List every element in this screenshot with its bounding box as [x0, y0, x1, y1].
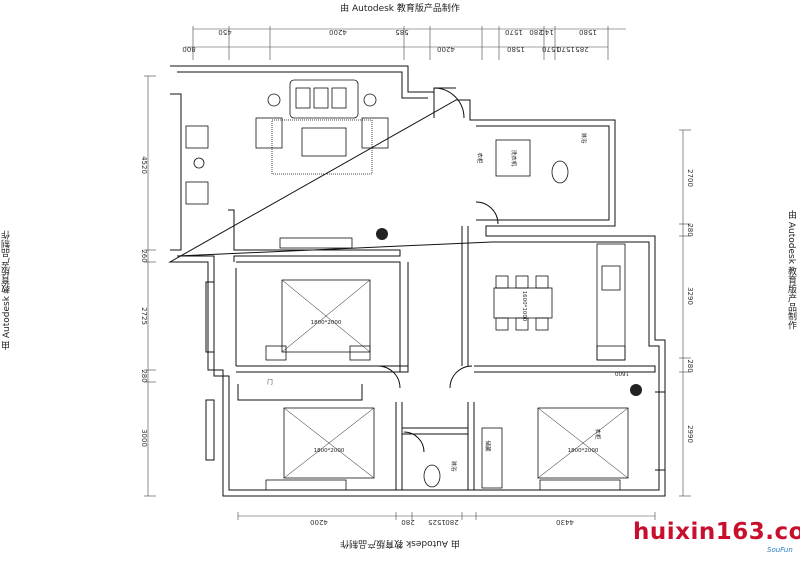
bed-cross [281, 279, 629, 479]
plant-icon [630, 384, 642, 396]
dimension-label: 4200 [310, 518, 328, 526]
bed [283, 407, 375, 479]
dimension-label: 450 [218, 28, 231, 36]
storage-closet [481, 427, 503, 489]
kitchen-counter [596, 243, 626, 361]
dimension-label: 585 [395, 28, 408, 36]
room-label: 储藏 [484, 440, 492, 452]
dimension-label: 4200 [437, 45, 455, 53]
interior-wall [474, 365, 656, 373]
furniture-size-label: 1800*2000 [568, 448, 599, 454]
dimension-label: 4520 [140, 156, 148, 174]
nightstand [265, 345, 287, 361]
interior-wall [395, 402, 468, 490]
window [205, 281, 215, 461]
watermark-small-logo: SouFun [767, 546, 793, 554]
dimension-label: 280 [140, 369, 148, 382]
watermark-logo: huixin163.com [633, 519, 800, 545]
dimension-label: 260 [140, 249, 148, 262]
interior-wall [467, 402, 475, 490]
sink [601, 265, 621, 291]
dimension-label: 2990 [686, 425, 694, 443]
lamp [267, 93, 281, 107]
stove [596, 345, 626, 361]
room-label: 门 [267, 378, 273, 386]
dimension-label: 1600 [615, 370, 629, 376]
armchair [255, 117, 283, 149]
shower [495, 139, 531, 177]
dimension-label: 285 [575, 45, 588, 53]
dimension-label: 280 [686, 359, 694, 372]
dimension-label: 140 [540, 28, 553, 36]
bed [537, 407, 629, 479]
wardrobe [265, 479, 347, 491]
furniture-size-label: 1600*1000 [521, 291, 527, 322]
toilet [423, 464, 441, 488]
dimension-label: 4200 [329, 28, 347, 36]
room-label: 衣柜 [594, 428, 602, 440]
interior-wall [236, 365, 409, 373]
room-label: 淋浴 [450, 460, 458, 472]
side-table [193, 157, 205, 169]
room-label: 淋浴 [580, 132, 588, 144]
dimension-label: 1580 [579, 28, 597, 36]
room-label: 衣柜 [476, 152, 484, 164]
window [655, 391, 666, 471]
door-swing [449, 365, 473, 389]
dimension-label: 4430 [556, 518, 574, 526]
dimension-label: 1570 [557, 45, 575, 53]
outer-wall [168, 65, 666, 497]
lounge-chair [185, 181, 209, 205]
dimension-label: 2700 [686, 169, 694, 187]
dimension-label: 1570 [505, 28, 523, 36]
door-swing [475, 201, 499, 225]
room-label: 洗衣机 [510, 150, 518, 167]
toilet [551, 160, 569, 184]
plant-icon [376, 228, 388, 240]
nightstand [349, 345, 371, 361]
door-swing [433, 87, 465, 119]
dimension-label: 280 [401, 518, 414, 526]
interior-wall [461, 226, 469, 366]
dimension-label: 280 [529, 28, 542, 36]
armchair [361, 117, 389, 149]
dimension-label: 3000 [140, 429, 148, 447]
interior-wall [235, 261, 409, 373]
door-swing [403, 431, 425, 453]
bed [281, 279, 371, 353]
tv-cabinet [279, 237, 353, 249]
balcony-left [170, 93, 182, 251]
dimension-label: 280 [445, 518, 458, 526]
dimension-label: 2725 [140, 307, 148, 325]
dimension-label: 3290 [686, 287, 694, 305]
coffee-table [301, 127, 347, 157]
outer-wall-inner [176, 71, 660, 491]
dimension-label: 280 [686, 223, 694, 236]
door-swing [377, 365, 401, 389]
furniture-size-label: 1800*2000 [314, 448, 345, 454]
edge-text-left: 由 Autodesk 教育版产品制作 [2, 230, 12, 350]
edge-text-top: 由 Autodesk 教育版产品制作 [340, 4, 460, 14]
dimension-label: 800 [182, 45, 195, 53]
dimension-label: 1580 [507, 45, 525, 53]
interior-wall [237, 384, 363, 401]
interior-wall [228, 209, 401, 262]
rug [271, 119, 373, 175]
furniture-size-label: 1800*2000 [311, 320, 342, 326]
wardrobe [539, 479, 621, 491]
sofa [289, 79, 359, 119]
edge-text-right: 由 Autodesk 教育版产品制作 [786, 210, 796, 330]
dimension-label: 1570 [542, 45, 560, 53]
lounge-chair [185, 125, 209, 149]
dimension-label: 1525 [428, 518, 446, 526]
